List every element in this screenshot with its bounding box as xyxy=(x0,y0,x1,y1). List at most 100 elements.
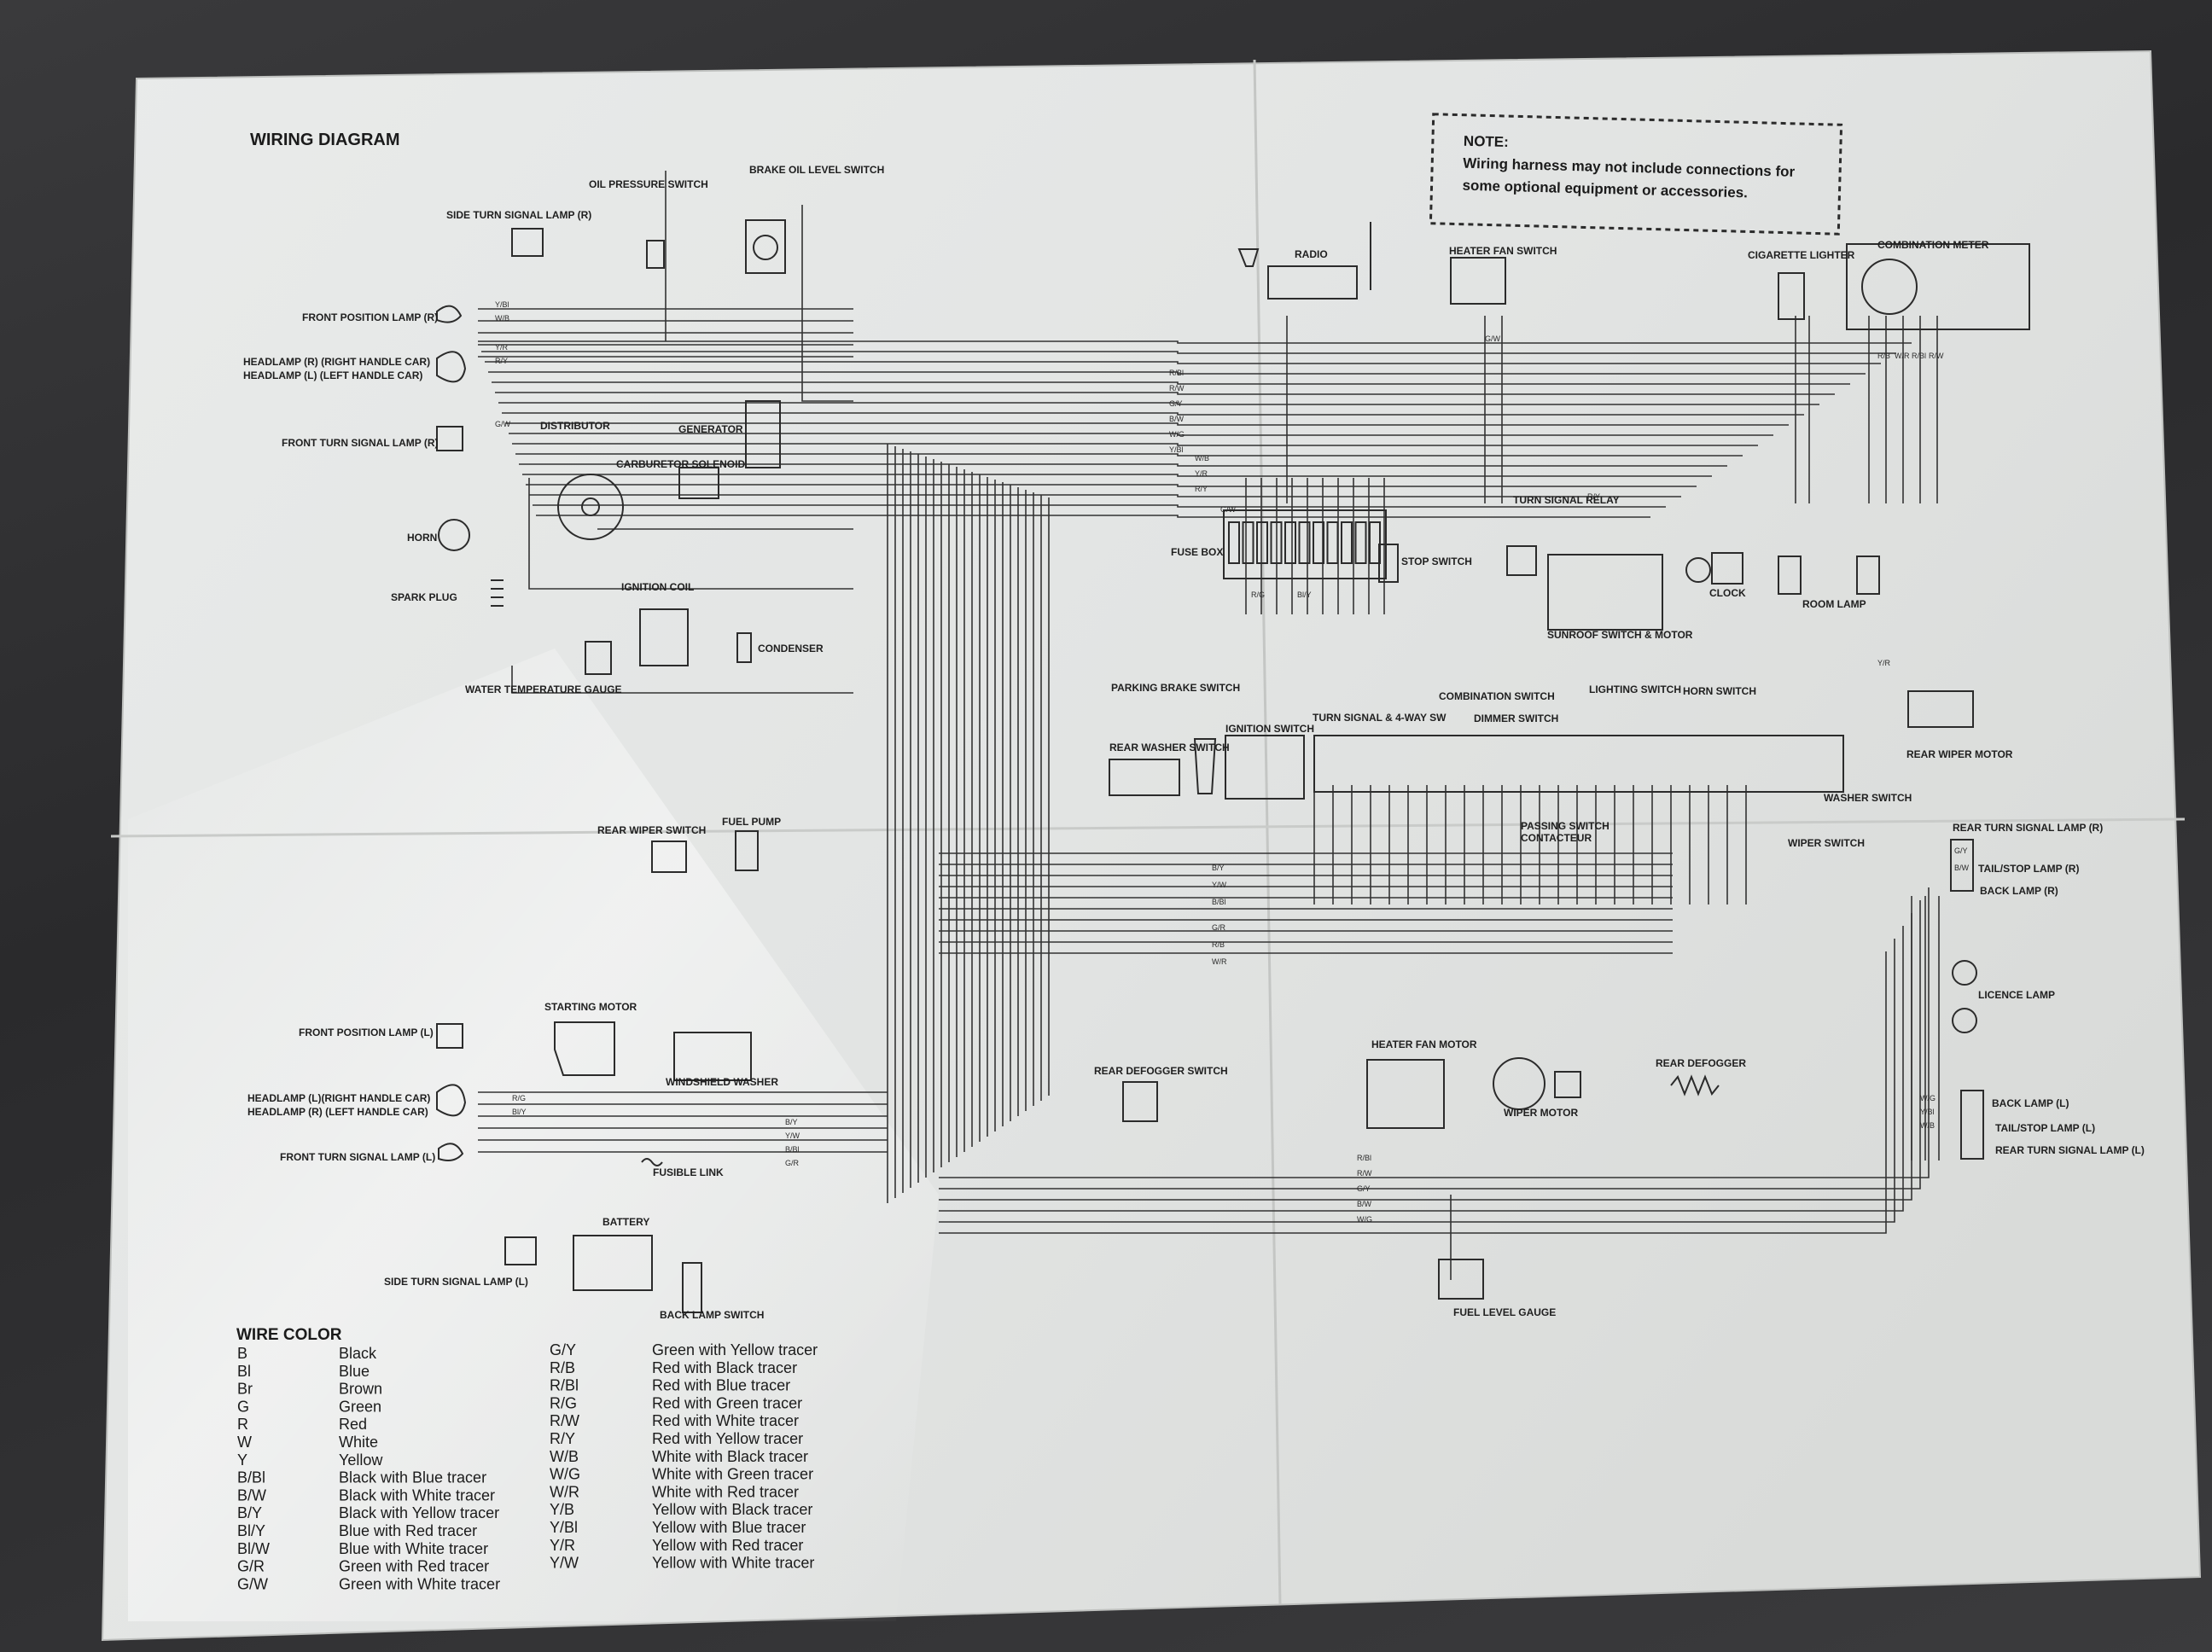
light-reflection xyxy=(128,649,939,1621)
condenser-symbol xyxy=(736,632,752,663)
wire-color-tag: G/W xyxy=(1485,334,1501,343)
legend-desc: White with Black tracer xyxy=(652,1448,808,1465)
legend-code: G/R xyxy=(237,1558,265,1575)
legend-code: B/Y xyxy=(237,1504,262,1521)
harness-wire xyxy=(509,433,1773,436)
harness-wire xyxy=(481,351,1896,354)
wire-color-tag: W/R xyxy=(1895,352,1910,360)
fuse-symbol xyxy=(1369,521,1381,564)
legend-desc: Yellow with White tracer xyxy=(652,1555,814,1572)
wire-color-tag: B/Bl xyxy=(1212,898,1226,906)
label-room-lamp: ROOM LAMP xyxy=(1802,598,1866,610)
legend-code: Br xyxy=(237,1381,253,1398)
legend-desc: White with Red tracer xyxy=(652,1483,799,1500)
wire-color-tag: W/G xyxy=(1169,430,1185,439)
harness-wire xyxy=(515,453,1743,457)
legend-code: B/W xyxy=(237,1486,266,1504)
legend-desc: Yellow xyxy=(339,1451,383,1469)
label-parking-brake: PARKING BRAKE SWITCH xyxy=(1111,682,1240,694)
front-turn-lamp-l-symbol xyxy=(438,1143,464,1161)
wire-color-tag: G/W xyxy=(1220,505,1237,514)
legend-code: R/B xyxy=(550,1359,575,1376)
label-ignition-coil: IGNITION COIL xyxy=(621,581,694,593)
horizontal-fold xyxy=(110,817,2186,838)
vertical-fold xyxy=(1253,59,1282,1605)
legend-code: Bl/W xyxy=(237,1540,270,1557)
label-combo-switch: COMBINATION SWITCH xyxy=(1439,690,1555,702)
legend-code: Y/W xyxy=(550,1555,579,1572)
rear-defogger-symbol xyxy=(1670,1074,1720,1096)
wire-color-tag: W/G xyxy=(1920,1094,1936,1102)
harness-wire xyxy=(512,443,1758,446)
harness-wire xyxy=(526,484,1697,487)
legend-code: R/W xyxy=(550,1412,579,1429)
harness-wire xyxy=(939,951,1887,1234)
fuse-symbol xyxy=(1326,521,1339,564)
wire-color-tag: B/Y xyxy=(785,1118,798,1126)
legend-desc: Black xyxy=(339,1345,377,1362)
legend-code: Y/B xyxy=(550,1501,574,1518)
front-position-lamp-r-symbol xyxy=(436,305,463,323)
label-headlamp-r1: HEADLAMP (R) (RIGHT HANDLE CAR) xyxy=(243,356,430,368)
wire-color-tag: W/G xyxy=(1357,1215,1372,1224)
rear-wiper-switch-symbol xyxy=(651,841,687,873)
legend-desc: Red with Yellow tracer xyxy=(652,1430,803,1447)
wire-harness xyxy=(478,171,1940,1280)
harness-wire xyxy=(478,340,1912,344)
wire-color-tag: R/B xyxy=(1212,940,1225,949)
wire-color-tag: B/Bl xyxy=(785,1145,800,1154)
harness-wire xyxy=(488,371,1866,375)
side-turn-lamp-l-symbol xyxy=(504,1236,537,1265)
component-labels: SIDE TURN SIGNAL LAMP (R) OIL PRESSURE S… xyxy=(243,164,2145,1321)
fuse-symbol xyxy=(1270,521,1283,564)
wire-color-tag: Y/W xyxy=(785,1131,800,1140)
wire-color-tag: R/Bl xyxy=(1912,352,1926,360)
harness-wire xyxy=(536,515,1650,518)
label-condenser: CONDENSER xyxy=(758,643,824,654)
wire-color-tag: R/Y xyxy=(495,357,508,365)
legend-code: B xyxy=(237,1345,247,1362)
carburetor-solenoid-symbol xyxy=(678,467,719,499)
label-heater-fan-motor: HEATER FAN MOTOR xyxy=(1371,1038,1477,1050)
combination-switch-block-symbol xyxy=(1313,735,1844,793)
wire-color-tag: W/B xyxy=(495,314,509,323)
label-back-lamp-r: BACK LAMP (R) xyxy=(1980,885,2058,897)
legend-desc: Yellow with Black tracer xyxy=(652,1501,812,1518)
label-front-pos-l: FRONT POSITION LAMP (L) xyxy=(299,1027,434,1038)
legend-desc: White with Green tracer xyxy=(652,1466,813,1483)
fuse-symbol xyxy=(1298,521,1311,564)
legend-desc: Black with Blue tracer xyxy=(339,1469,486,1486)
room-lamp-2-symbol xyxy=(1856,556,1880,595)
label-fuel-level: FUEL LEVEL GAUGE xyxy=(1453,1306,1556,1318)
wire-color-tag: Y/Bl xyxy=(1920,1108,1935,1116)
legend-code: G/Y xyxy=(550,1341,576,1358)
rear-washer-switch-symbol xyxy=(1109,759,1180,796)
legend-desc: Red with White tracer xyxy=(652,1412,799,1429)
engine-wire xyxy=(528,478,853,590)
clock-symbol xyxy=(1711,552,1743,585)
label-clock: CLOCK xyxy=(1709,587,1746,599)
fuse-symbol xyxy=(1354,521,1367,564)
legend-code: G/W xyxy=(237,1575,268,1592)
label-distributor: DISTRIBUTOR xyxy=(540,420,610,432)
label-windshield-washer: WINDSHIELD WASHER xyxy=(666,1076,778,1088)
wire-color-tag: Y/R xyxy=(1877,659,1891,667)
legend-code: W/R xyxy=(550,1483,579,1500)
legend-code: R/Y xyxy=(550,1430,575,1447)
heater-fan-switch-symbol xyxy=(1450,257,1506,305)
headlamp-l-symbol xyxy=(436,1084,467,1117)
legend-desc: White xyxy=(339,1434,378,1451)
label-heater-fan-sw: HEATER FAN SWITCH xyxy=(1449,245,1557,257)
licence-lamp-2-symbol xyxy=(1952,1008,1977,1033)
wire-color-tag: Y/W xyxy=(1212,881,1227,889)
label-fuel-pump: FUEL PUMP xyxy=(722,816,781,828)
harness-wire xyxy=(939,939,1895,1223)
side-turn-lamp-r-symbol xyxy=(511,228,544,257)
oil-pressure-switch-symbol xyxy=(646,240,665,269)
cigarette-lighter-symbol xyxy=(1778,272,1805,320)
wire-color-tag: Y/R xyxy=(495,343,509,352)
battery-symbol xyxy=(573,1235,653,1291)
label-headlamp-l1: HEADLAMP (L)(RIGHT HANDLE CAR) xyxy=(247,1092,430,1104)
